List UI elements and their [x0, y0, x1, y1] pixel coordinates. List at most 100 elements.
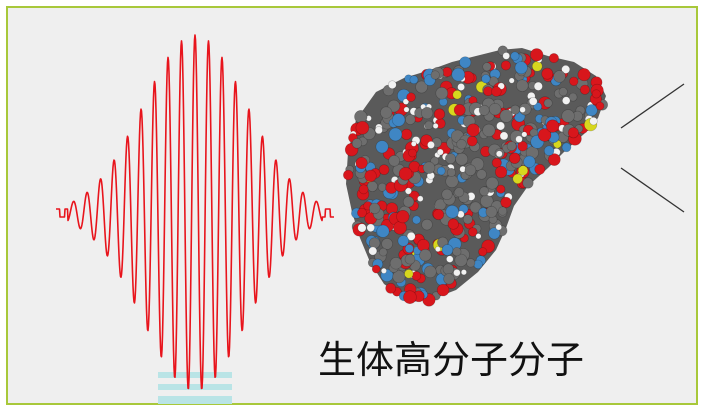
atom-sphere: [457, 83, 465, 91]
atom-sphere: [537, 128, 552, 142]
atom-sphere: [496, 184, 506, 194]
atom-sphere: [432, 122, 439, 129]
atom-sphere: [523, 155, 536, 168]
atom-sphere: [380, 106, 393, 119]
atom-sphere: [491, 86, 502, 97]
atom-sphere: [466, 258, 476, 268]
atom-sphere: [543, 145, 555, 156]
atom-sphere: [459, 56, 472, 69]
atom-sphere: [435, 86, 449, 100]
atom-sphere: [419, 249, 432, 262]
atom-sphere: [427, 140, 435, 149]
atom-sphere: [366, 180, 378, 192]
atom-sphere: [577, 68, 591, 82]
atom-sphere: [548, 53, 559, 64]
atom-sphere: [589, 116, 598, 126]
atom-sphere: [478, 247, 488, 257]
atom-sphere: [374, 126, 383, 135]
atom-sphere: [460, 269, 467, 276]
atom-sphere: [482, 123, 496, 137]
caption-biopolymer-molecule: 生体高分子分子: [318, 338, 585, 382]
atom-sphere: [351, 138, 363, 149]
atom-sphere: [510, 104, 521, 115]
atom-sphere: [371, 264, 381, 274]
atom-sphere: [442, 67, 453, 78]
atom-sphere: [453, 269, 461, 277]
atom-sphere: [516, 79, 529, 92]
atom-sphere: [585, 104, 598, 117]
atom-sphere: [553, 70, 566, 83]
atom-sphere: [453, 104, 466, 116]
atom-sphere: [454, 253, 468, 267]
atom-sphere: [491, 157, 502, 168]
atom-sphere: [378, 164, 390, 175]
atom-sphere: [444, 153, 456, 165]
atom-sphere: [410, 140, 417, 147]
atom-sphere: [432, 208, 445, 221]
atom-sphere: [447, 218, 459, 230]
atom-sphere: [517, 165, 529, 176]
atom-sphere: [517, 141, 528, 152]
atom-sphere: [521, 131, 528, 138]
space-filling-protein-molecule-icon: [343, 45, 608, 307]
atom-sphere: [343, 169, 354, 181]
atom-sphere: [433, 108, 446, 120]
atom-sphere: [446, 255, 454, 263]
callout-lines: [620, 83, 685, 213]
atom-sphere: [396, 210, 410, 224]
atom-sphere: [579, 84, 590, 95]
atom-sphere: [475, 233, 482, 240]
atom-sphere: [369, 202, 381, 215]
atom-sphere: [534, 163, 546, 175]
atom-sphere: [375, 140, 389, 154]
atom-sphere: [561, 65, 571, 74]
atom-sphere: [543, 98, 553, 108]
atom-sphere: [381, 238, 393, 250]
atom-sphere: [404, 187, 412, 195]
atom-sphere: [441, 244, 454, 256]
atom-sphere: [547, 153, 561, 166]
atom-sphere: [389, 257, 403, 270]
atom-sphere: [377, 182, 387, 192]
atom-sphere: [357, 207, 367, 218]
atom-sphere: [355, 157, 368, 170]
atom-sphere: [561, 96, 571, 105]
atom-sphere: [397, 235, 409, 247]
atom-sphere: [541, 67, 554, 80]
atom-sphere: [430, 156, 440, 166]
atom-sphere: [455, 152, 469, 166]
atom-sphere: [452, 89, 462, 100]
atom-sphere: [456, 139, 467, 150]
atom-sphere: [452, 247, 462, 257]
atom-sphere: [442, 263, 455, 275]
atom-sphere: [388, 127, 403, 142]
atom-sphere: [482, 62, 492, 72]
atom-sphere: [445, 174, 459, 188]
atom-sphere: [522, 177, 534, 189]
atom-sphere: [404, 269, 414, 279]
atom-sphere: [495, 165, 508, 179]
atom-sphere: [478, 104, 490, 116]
atom-sphere: [404, 114, 416, 125]
atom-sphere: [423, 265, 437, 279]
atom-sphere: [515, 135, 523, 143]
atom-sphere: [496, 121, 505, 131]
atom-sphere: [469, 201, 482, 214]
atom-sphere: [393, 221, 407, 235]
atom-sphere: [404, 244, 414, 254]
atom-sphere: [436, 283, 450, 297]
atom-sphere: [499, 131, 509, 141]
atom-sphere: [528, 97, 538, 106]
atom-sphere: [498, 206, 508, 216]
atom-sphere: [545, 119, 560, 133]
atom-sphere: [466, 123, 480, 137]
atom-sphere: [568, 92, 578, 102]
xray-pulse-waveform-icon: [55, 34, 335, 390]
atom-sphere: [502, 52, 511, 60]
atom-sphere: [485, 205, 498, 218]
atom-sphere: [454, 187, 465, 198]
atom-sphere: [533, 102, 543, 111]
atom-sphere: [364, 169, 377, 182]
atom-sphere: [398, 167, 413, 181]
